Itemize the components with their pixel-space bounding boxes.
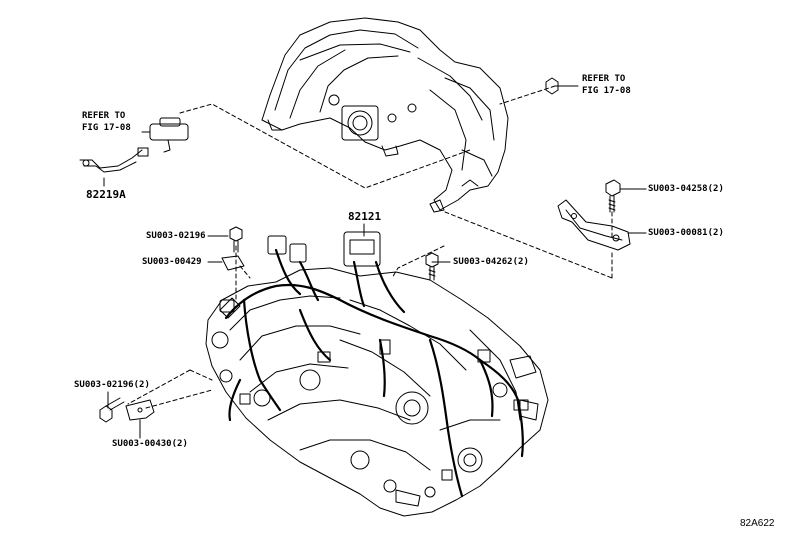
callout-su003-02196-2: SU003-02196(2) (74, 380, 150, 390)
bracket-icon (125, 399, 155, 421)
intake-manifold (261, 17, 509, 213)
callout-su003-00429: SU003-00429 (142, 257, 202, 267)
bolt-icon (99, 397, 125, 423)
callout-su003-02196: SU003-02196 (146, 231, 206, 241)
bolt-icon (425, 252, 439, 281)
connector-icon (219, 231, 529, 481)
leader-lines (127, 85, 613, 409)
callout-su003-04258: SU003-04258(2) (648, 184, 724, 194)
engine-block (205, 267, 549, 517)
callout-su003-00081: SU003-00081(2) (648, 228, 724, 238)
bolt-icon (605, 179, 621, 213)
sensor-82219a (79, 117, 189, 173)
callout-su003-04262: SU003-04262(2) (453, 257, 529, 267)
bracket-icon (221, 255, 245, 271)
refer-to-right-line2: FIG 17-08 (582, 86, 631, 96)
part-number-82121: 82121 (348, 210, 382, 223)
bolt-icon (229, 226, 243, 253)
refer-to-left-line2: FIG 17-08 (82, 123, 131, 133)
wire-harness-82121 (224, 248, 524, 498)
callout-leaders (103, 85, 647, 439)
refer-to-left-line1: REFER TO (82, 111, 126, 121)
part-number-82219a: 82219A (86, 188, 126, 201)
callout-su003-00430-2: SU003-00430(2) (112, 439, 188, 449)
nut-icon (545, 77, 559, 95)
figure-id: 82A622 (740, 518, 775, 529)
refer-to-right-line1: REFER TO (582, 74, 626, 84)
bracket-icon (557, 199, 631, 251)
